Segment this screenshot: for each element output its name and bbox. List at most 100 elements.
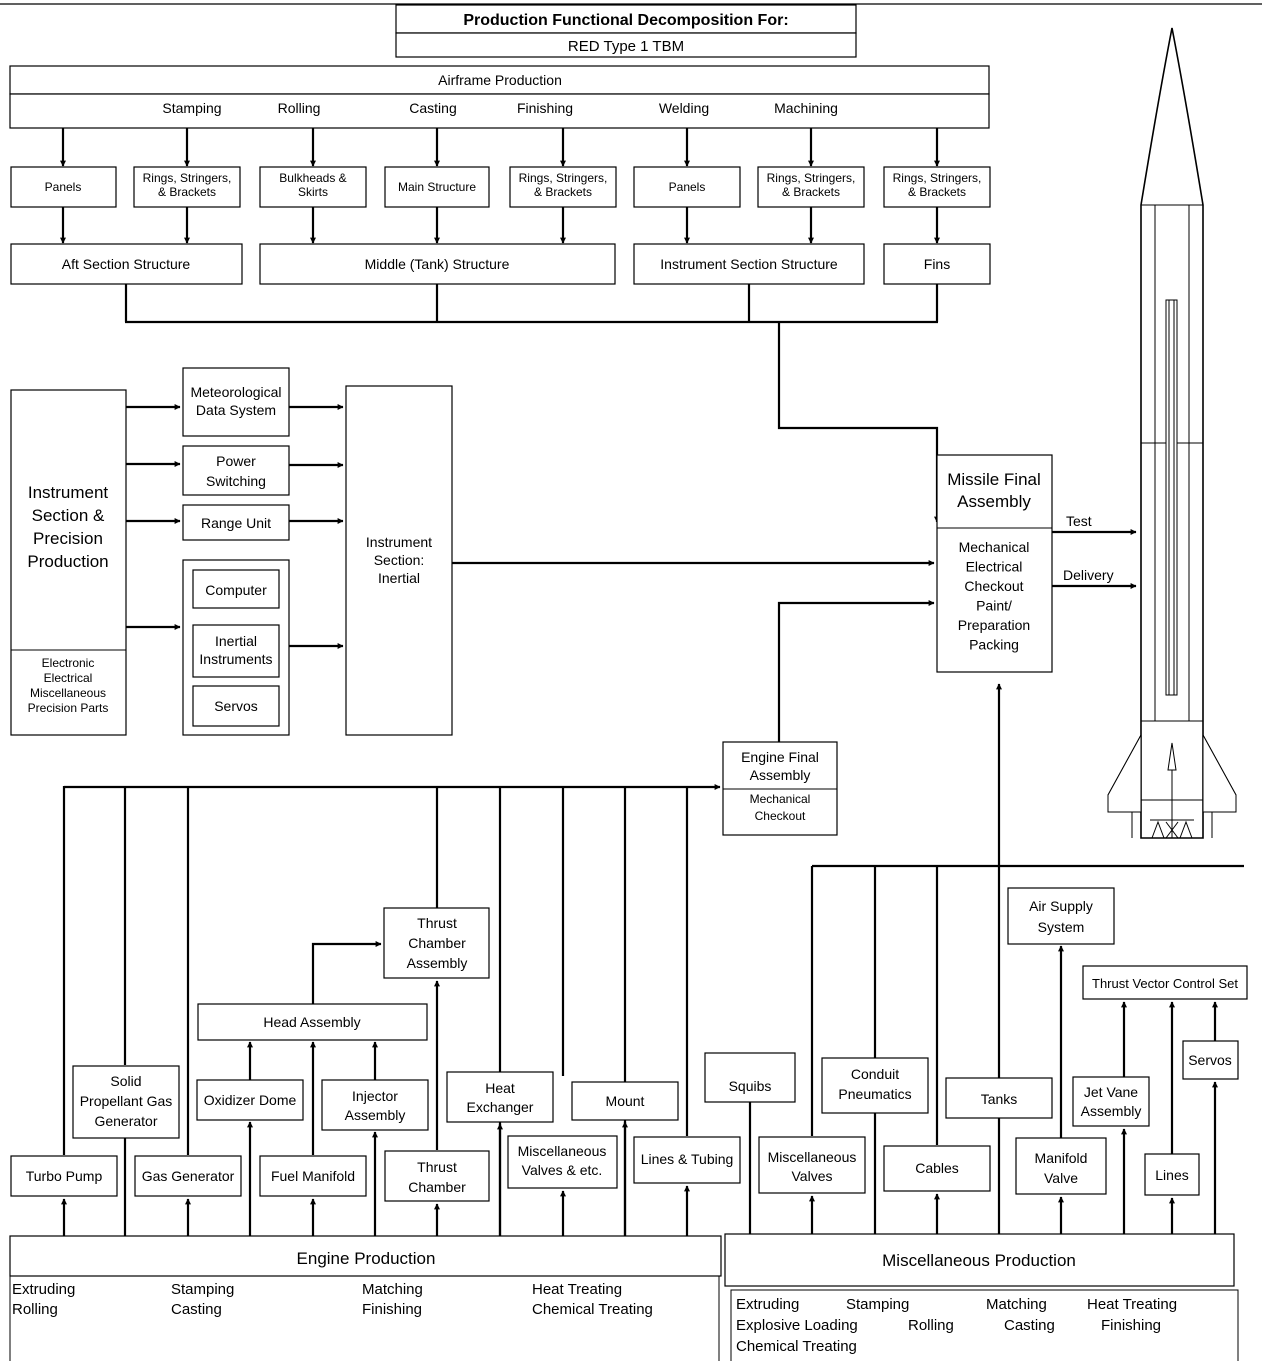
- label-line: & Brackets: [908, 185, 966, 199]
- meteorological-data-system: [182, 367, 290, 437]
- cables-label: Cables: [915, 1160, 959, 1176]
- label-line: Meteorological: [190, 384, 281, 400]
- misc-process-item: Extruding: [736, 1296, 799, 1313]
- label-line: & Brackets: [158, 185, 216, 199]
- part-label: Main Structure: [398, 180, 476, 194]
- power-switching: [182, 445, 290, 496]
- engine-production: [9, 1235, 722, 1277]
- air-supply-system: [1007, 887, 1115, 945]
- misc-process-item: Chemical Treating: [736, 1338, 857, 1355]
- misc-production-title: Miscellaneous Production: [882, 1251, 1076, 1270]
- misc-process-item: Finishing: [1101, 1317, 1161, 1334]
- label-line: Miscellaneous: [30, 686, 106, 700]
- misc-arrows: [748, 945, 1218, 1248]
- manifold-valve: [1015, 1137, 1107, 1195]
- jet-vane-assembly: [1072, 1076, 1150, 1127]
- label-line: Electronic: [42, 656, 95, 670]
- inertial-instruments: [192, 624, 280, 678]
- missile-illustration: [1107, 27, 1237, 839]
- label-line: Preparation: [958, 617, 1030, 633]
- label-line: Jet Vane: [1084, 1084, 1138, 1100]
- engine-production-title: Engine Production: [297, 1249, 436, 1268]
- label-line: Rolling: [12, 1301, 58, 1318]
- misc-process-box: [730, 1289, 1239, 1361]
- label-line: Inertial: [378, 570, 420, 586]
- thrust-chamber-assembly: [383, 907, 490, 979]
- airframe-process-rolling: Rolling: [278, 100, 321, 116]
- label-line: Heat: [485, 1080, 515, 1096]
- middle-tank-structure: [259, 243, 616, 285]
- part-label: Panels: [669, 180, 706, 194]
- label-line: Propellant Gas: [80, 1093, 173, 1109]
- label-line: Precision Parts: [28, 701, 109, 715]
- turbo-pump: [10, 1155, 118, 1197]
- part-rings-stamping: [133, 166, 241, 208]
- label-line: Rings, Stringers,: [893, 171, 982, 185]
- label-line: Power: [216, 453, 256, 469]
- tanks-label: Tanks: [981, 1091, 1018, 1107]
- label-line: System: [1038, 919, 1085, 935]
- misc-process-item: Casting: [1004, 1317, 1055, 1334]
- part-label: Panels: [45, 180, 82, 194]
- label-line: Engine Final: [741, 749, 819, 765]
- solid-propellant-gas-generator: [72, 1065, 180, 1139]
- label-line: Precision: [33, 529, 103, 548]
- fuel-manifold: [259, 1155, 367, 1197]
- label-line: Conduit: [851, 1066, 899, 1082]
- label-line: Exchanger: [467, 1099, 534, 1115]
- mount-label: Mount: [606, 1093, 645, 1109]
- part-rings-machining: [757, 166, 865, 208]
- label-line: Pneumatics: [838, 1086, 911, 1102]
- label-line: Main Structure: [398, 180, 476, 194]
- part-bulkheads-skirts: [259, 166, 367, 208]
- label-line: Manifold: [1035, 1150, 1088, 1166]
- diagram-subtitle: RED Type 1 TBM: [568, 38, 684, 55]
- lines-tubing: [633, 1136, 741, 1184]
- label-line: Panels: [669, 180, 706, 194]
- part-label: Rings, Stringers,& Brackets: [767, 171, 856, 199]
- label-line: Assembly: [345, 1107, 406, 1123]
- part-label: Rings, Stringers,& Brackets: [143, 171, 232, 199]
- part-rings-fins: [883, 166, 991, 208]
- label-line: Checkout: [755, 809, 806, 823]
- airframe-process-row: [9, 93, 990, 129]
- oxidizer-dome-label: Oxidizer Dome: [204, 1092, 297, 1108]
- label-line: Assembly: [407, 955, 468, 971]
- misc-process-item: Stamping: [846, 1296, 909, 1313]
- lines-misc: [1144, 1153, 1200, 1196]
- airframe-processes: Stamping Rolling Casting Finishing Weldi…: [162, 100, 837, 116]
- part-label: Rings, Stringers,& Brackets: [893, 171, 982, 199]
- part-panels-aft: [10, 166, 117, 208]
- servos-instrument: [192, 685, 280, 727]
- label-line: Instrument: [28, 483, 109, 502]
- misc-valves: [758, 1136, 866, 1194]
- part-panels-welding: [633, 166, 741, 208]
- thrust-vector-control-set: [1082, 965, 1248, 1000]
- label-line: Valves: [792, 1168, 833, 1184]
- label-line: Section:: [374, 552, 425, 568]
- instrument-arrows: [126, 404, 935, 649]
- airframe-process-stamping: Stamping: [162, 100, 221, 116]
- tanks: [945, 1077, 1053, 1119]
- label-line: Packing: [969, 637, 1019, 653]
- airframe-process-machining: Machining: [774, 100, 838, 116]
- airframe-process-finishing: Finishing: [517, 100, 573, 116]
- misc-process-item: Heat Treating: [1087, 1296, 1177, 1313]
- label-line: Heat Treating: [532, 1281, 622, 1298]
- label-line: Air Supply: [1029, 898, 1093, 914]
- label-line: Assembly: [750, 767, 811, 783]
